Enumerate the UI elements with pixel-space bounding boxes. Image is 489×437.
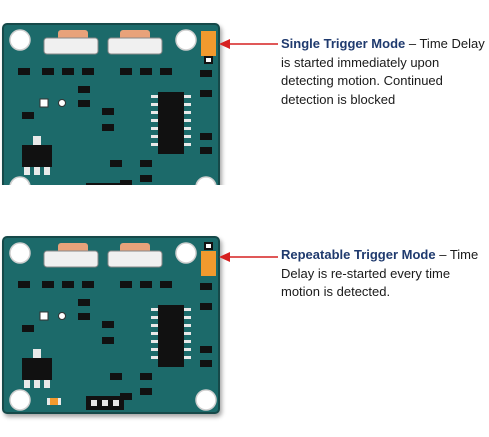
pir-board-diagram — [2, 23, 278, 185]
mode-title: Single Trigger Mode — [281, 36, 406, 51]
trigger-jumper — [201, 31, 216, 64]
smd-components — [18, 68, 212, 185]
potentiometer-right — [107, 243, 163, 268]
callout-arrow — [219, 39, 278, 49]
ic-chip — [151, 92, 191, 154]
pir-board-diagram — [2, 236, 278, 414]
header-pins — [86, 396, 124, 410]
mode-description: Time Delay is re-started every time moti… — [281, 247, 479, 299]
single-trigger-callout: Single Trigger Mode – Time Delay is star… — [281, 35, 486, 109]
repeatable-trigger-panel: Repeatable Trigger Mode – Time Delay is … — [0, 213, 489, 414]
mode-description: Time Delay is started immediately upon d… — [281, 36, 485, 107]
mounting-holes — [9, 29, 217, 185]
single-trigger-panel: Single Trigger Mode – Time Delay is star… — [0, 0, 489, 185]
trigger-jumper — [201, 242, 216, 276]
mode-title: Repeatable Trigger Mode — [281, 247, 436, 262]
smd-components — [18, 281, 212, 400]
voltage-regulator — [22, 136, 52, 175]
title-separator: – — [405, 36, 420, 51]
small-pads — [39, 98, 66, 108]
potentiometer-left — [43, 30, 99, 55]
title-separator: – — [435, 247, 450, 262]
mounting-holes — [9, 242, 217, 411]
potentiometer-right — [107, 30, 163, 55]
small-pads — [39, 311, 66, 321]
voltage-regulator — [22, 349, 61, 405]
header-pins — [86, 183, 124, 185]
repeatable-trigger-callout: Repeatable Trigger Mode – Time Delay is … — [281, 246, 486, 302]
callout-arrow — [219, 252, 278, 262]
ic-chip — [151, 305, 191, 367]
potentiometer-left — [43, 243, 99, 268]
